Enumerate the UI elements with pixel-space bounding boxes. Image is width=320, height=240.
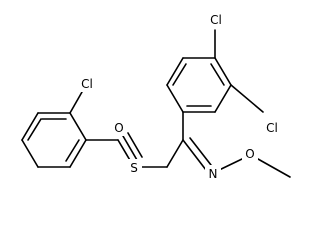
imine-double-bond [182, 137, 212, 171]
chemical-structure-diagram: Cl Cl Cl O S N O [21, 11, 291, 182]
atom-oxygen-methoxy: O [242, 145, 258, 162]
atom-label-oxygen-methoxy: O [245, 147, 254, 161]
atom-cl-top: Cl [206, 11, 226, 28]
atom-oxygen-sulfoxide: O [112, 119, 126, 136]
atom-label-nitrogen: N [209, 167, 218, 181]
bond-ring-to-cl-left [69, 91, 83, 114]
atom-nitrogen: N [205, 165, 221, 182]
atom-label-cl-right: Cl [266, 121, 278, 135]
atom-label-cl-left: Cl [81, 77, 93, 91]
atom-label-sulfur: S [130, 161, 138, 175]
atom-cl-right: Cl [262, 119, 284, 136]
bond-ring-to-cl-right [230, 84, 264, 113]
bond-ch2-to-imine-carbon [166, 139, 184, 168]
left-benzene-ring [21, 112, 87, 168]
atom-sulfur: S [126, 159, 142, 176]
bond-oxygen-to-methyl [257, 158, 291, 178]
sulfoxide-double-bond [122, 132, 143, 161]
atom-cl-left: Cl [74, 75, 96, 92]
atom-label-cl-top: Cl [210, 13, 222, 27]
right-benzene-ring [166, 57, 232, 113]
atom-label-oxygen-sulfoxide: O [114, 121, 123, 135]
